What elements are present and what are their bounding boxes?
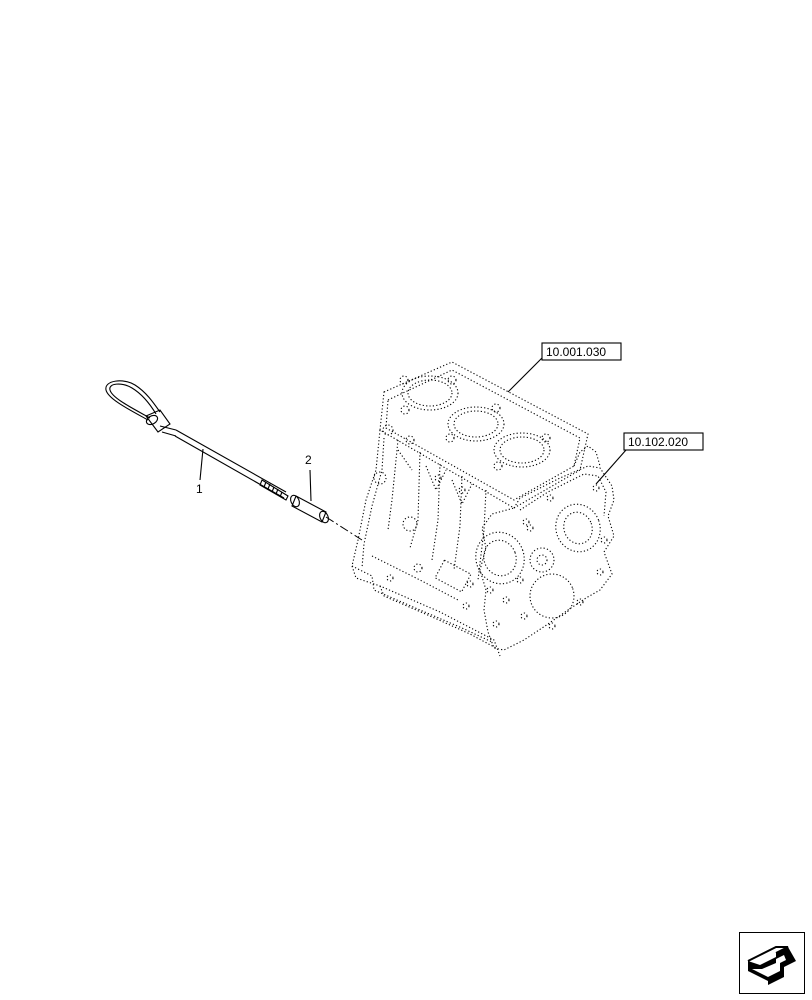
dipstick	[105, 380, 289, 501]
engine-block	[351, 361, 615, 657]
reference-box-block[interactable]: 10.001.030	[541, 342, 622, 361]
leader-line-1	[199, 448, 204, 481]
reference-label-block: 10.001.030	[546, 345, 606, 359]
leader-ref-cover	[595, 449, 627, 485]
assembly-axis-line	[325, 516, 363, 541]
next-page-arrow-icon	[747, 946, 796, 985]
callout-item-2: 2	[305, 453, 312, 467]
reference-label-cover: 10.102.020	[628, 435, 688, 449]
callout-item-1: 1	[196, 482, 203, 496]
reference-box-cover[interactable]: 10.102.020	[623, 432, 704, 451]
next-page-button[interactable]	[739, 932, 805, 994]
dipstick-tube-sleeve	[290, 494, 329, 524]
leader-line-2	[309, 469, 312, 502]
leader-ref-block	[507, 357, 543, 393]
